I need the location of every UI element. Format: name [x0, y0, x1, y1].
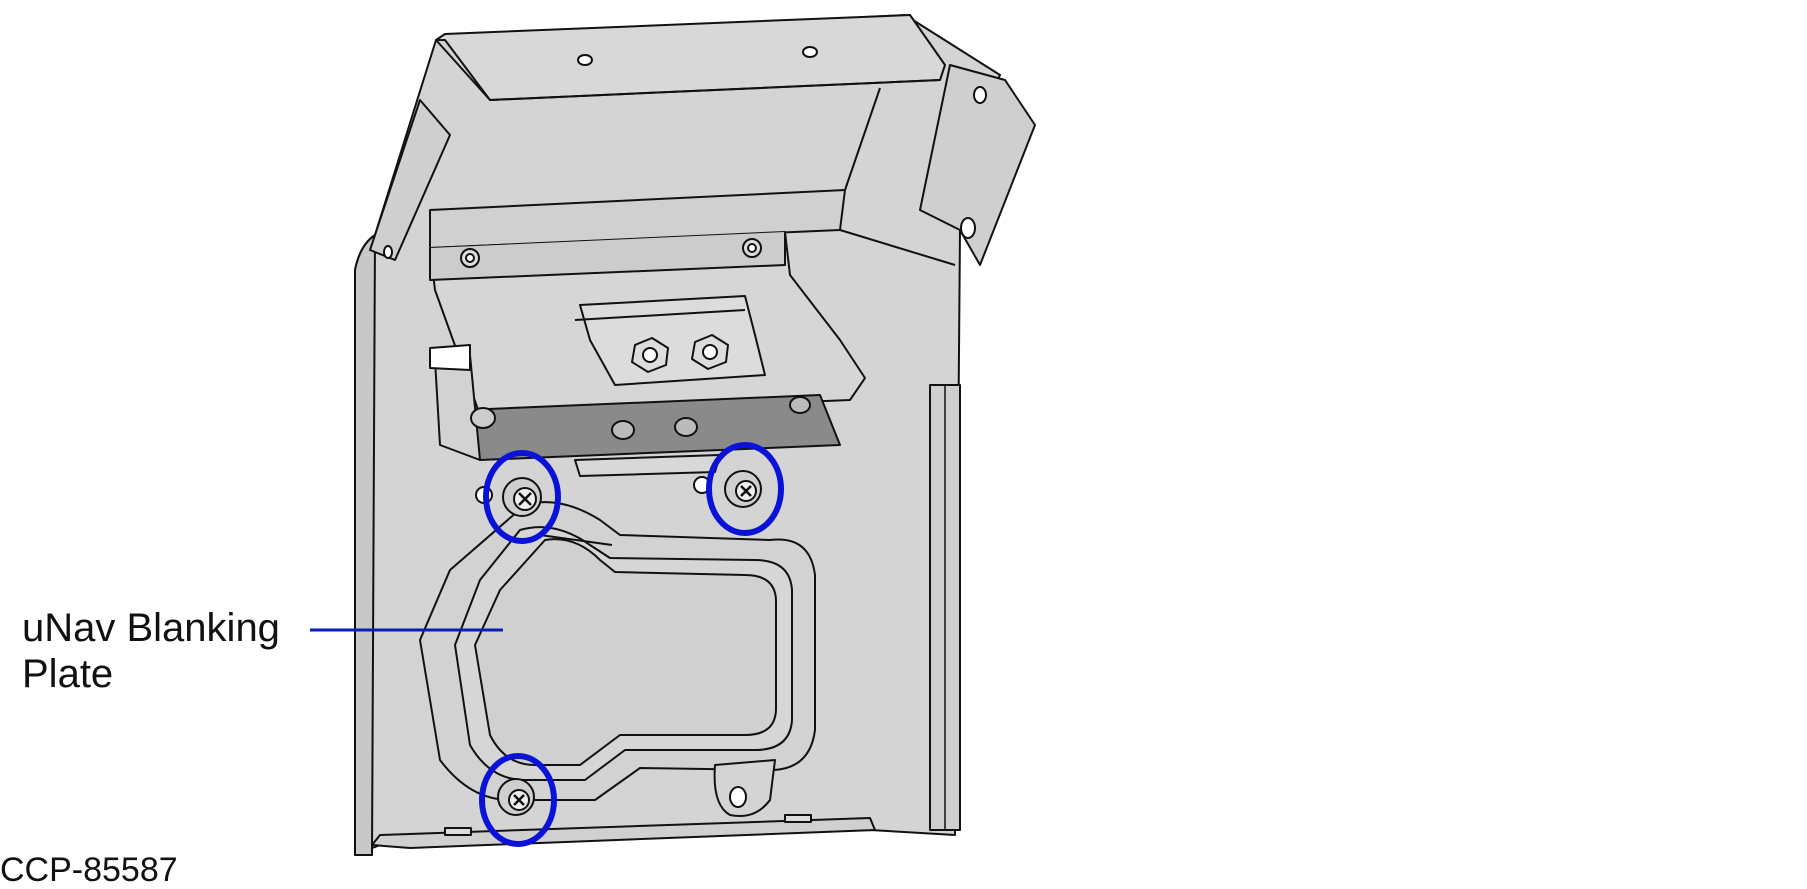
plate-ear — [713, 759, 776, 817]
callout-label-line1: uNav Blanking — [22, 606, 280, 650]
top-lid — [435, 14, 946, 101]
hex-nut-left — [631, 337, 669, 373]
highlight-circle-bottom-left — [479, 753, 557, 847]
callout-label-line2: Plate — [22, 652, 114, 696]
highlight-circle-top-right — [706, 442, 784, 536]
bottom-lip — [371, 817, 876, 849]
right-tab — [919, 64, 1036, 266]
callout-label: uNav Blanking Plate — [22, 605, 280, 697]
screw-top-right — [693, 470, 762, 508]
hex-nut-right — [691, 334, 729, 370]
left-flange — [354, 234, 376, 856]
highlight-circle-top-left — [483, 450, 561, 544]
clip-block — [579, 295, 766, 386]
screw-bottom-left — [497, 778, 535, 816]
figure-id: CCP-85587 — [0, 851, 178, 889]
